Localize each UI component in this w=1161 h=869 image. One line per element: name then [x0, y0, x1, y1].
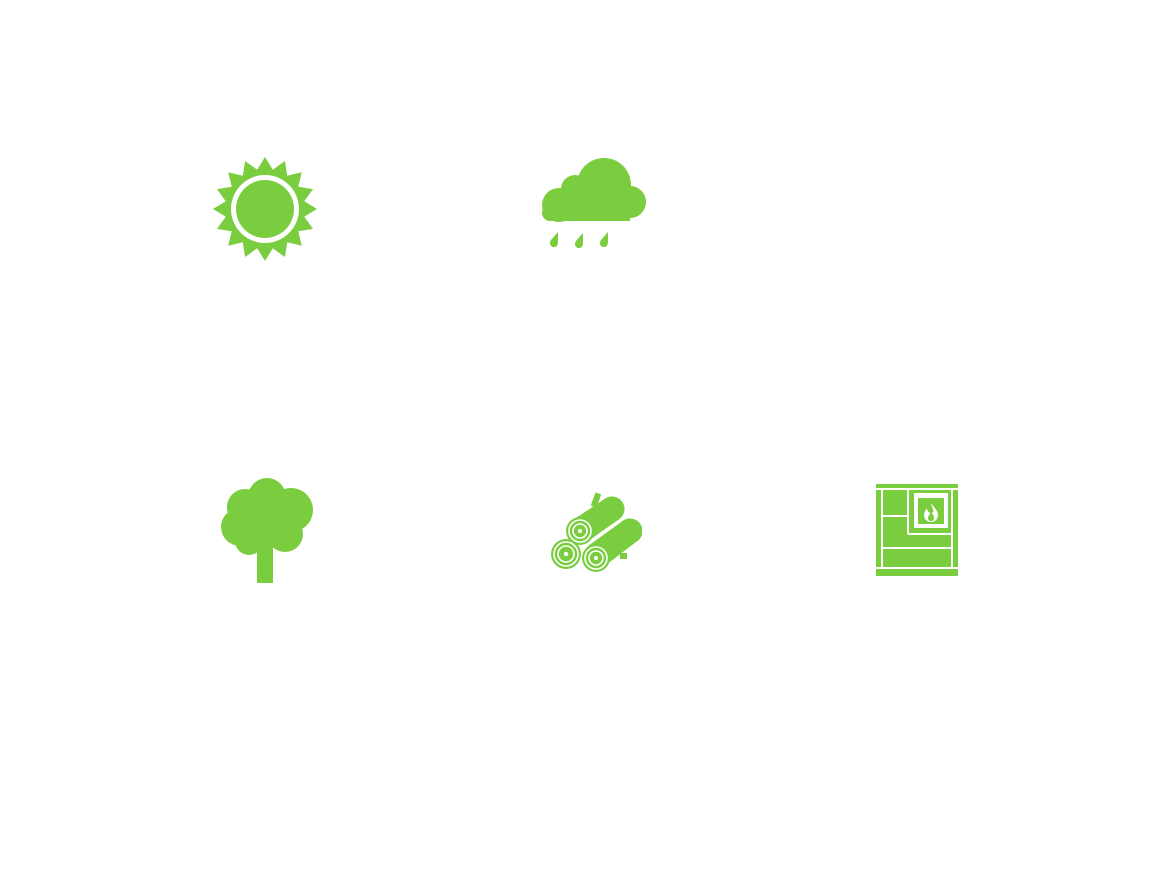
tree-icon — [217, 477, 315, 585]
logs-icon — [550, 490, 642, 576]
sun-icon — [212, 156, 318, 262]
tiled-stove-icon — [874, 482, 960, 578]
rain-cloud-icon — [540, 155, 650, 251]
